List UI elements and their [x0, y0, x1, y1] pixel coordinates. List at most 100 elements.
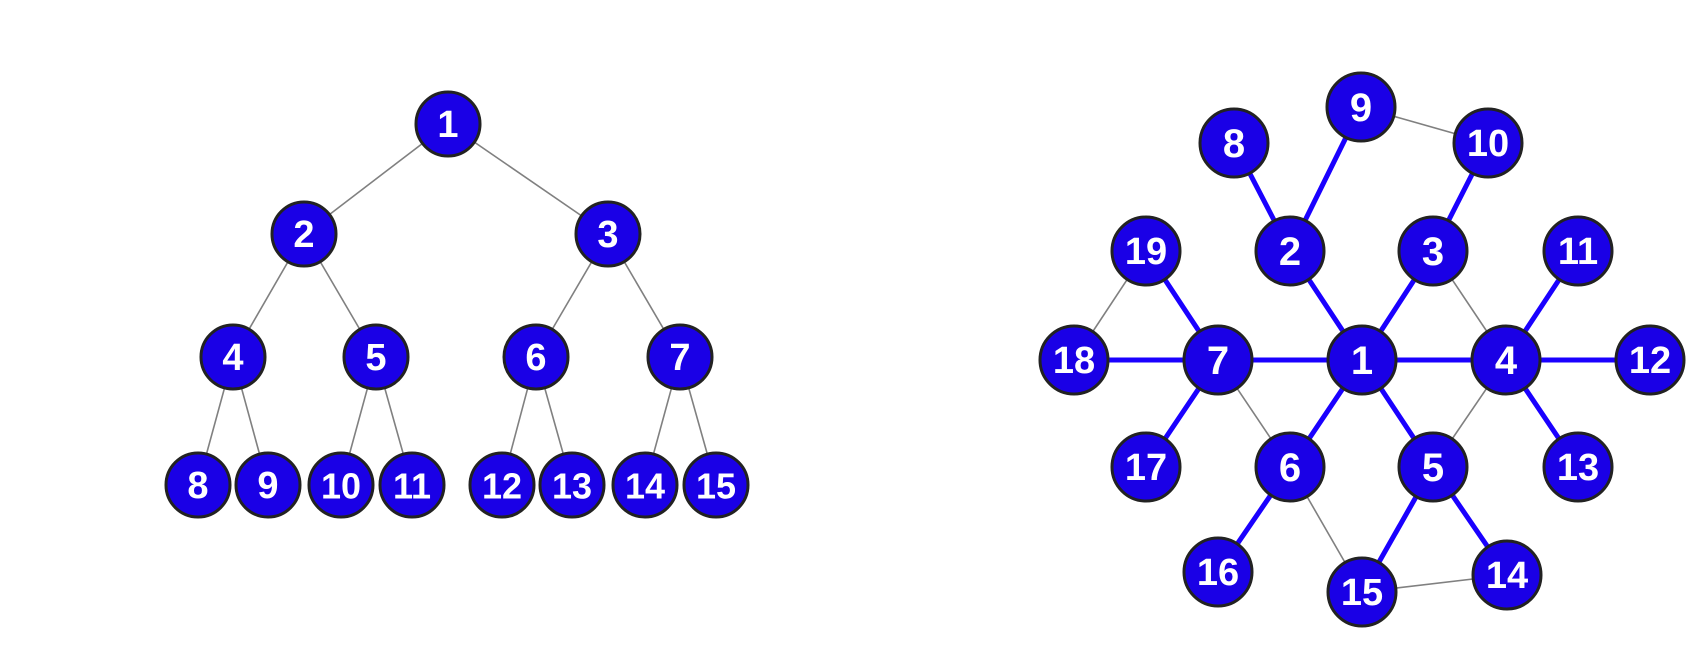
radial-graph-node-circle-13 — [1542, 431, 1614, 503]
radial-graph-node-circle-12 — [1614, 324, 1686, 396]
radial-graph-node-circle-19 — [1110, 215, 1182, 287]
radial-graph-node-circle-3 — [1397, 215, 1469, 287]
radial-graph-node-label-3: 3 — [1422, 230, 1444, 274]
radial-graph-node-circle-1 — [1326, 324, 1398, 396]
binary-tree-node-label-7: 7 — [669, 337, 690, 379]
radial-graph-node-9: 9 — [1325, 71, 1397, 143]
radial-graph-node-label-10: 10 — [1467, 123, 1509, 165]
radial-graph-node-8: 8 — [1198, 107, 1270, 179]
binary-tree-node-label-4: 4 — [222, 337, 243, 379]
binary-tree-node-label-14: 14 — [625, 466, 665, 507]
radial-graph-node-circle-6 — [1254, 431, 1326, 503]
radial-graph-node-label-13: 13 — [1557, 447, 1599, 489]
radial-graph-node-label-7: 7 — [1207, 339, 1229, 383]
radial-graph-node-7: 7 — [1182, 324, 1254, 396]
binary-tree-node-circle-2 — [270, 200, 338, 268]
binary-tree-node-label-13: 13 — [552, 466, 592, 507]
radial-graph-node-label-9: 9 — [1350, 86, 1372, 130]
radial-graph-node-10: 10 — [1452, 107, 1524, 179]
binary-tree-node-label-8: 8 — [187, 465, 208, 507]
binary-tree-node-label-5: 5 — [365, 337, 386, 379]
radial-graph-node-label-5: 5 — [1422, 446, 1444, 490]
radial-graph-node-label-18: 18 — [1053, 340, 1095, 382]
binary-tree-node-12: 12 — [468, 451, 536, 519]
radial-graph-node-circle-10 — [1452, 107, 1524, 179]
binary-tree-node-9: 9 — [234, 451, 302, 519]
binary-tree-node-8: 8 — [164, 451, 232, 519]
binary-tree-node-14: 14 — [611, 451, 679, 519]
binary-tree-node-6: 6 — [502, 323, 570, 391]
radial-graph-node-label-6: 6 — [1279, 446, 1301, 490]
radial-graph-node-circle-16 — [1182, 536, 1254, 608]
radial-graph-node-label-4: 4 — [1495, 339, 1518, 383]
binary-tree-node-4: 4 — [199, 323, 267, 391]
binary-tree-node-label-12: 12 — [482, 466, 522, 507]
binary-tree-node-3: 3 — [574, 200, 642, 268]
binary-tree-node-13: 13 — [538, 451, 606, 519]
binary-tree-node-10: 10 — [307, 451, 375, 519]
binary-tree-node-circle-9 — [234, 451, 302, 519]
binary-tree-node-7: 7 — [646, 323, 714, 391]
radial-graph-node-15: 15 — [1326, 556, 1398, 628]
binary-tree-node-2: 2 — [270, 200, 338, 268]
binary-tree-node-circle-8 — [164, 451, 232, 519]
binary-tree-node-circle-5 — [342, 323, 410, 391]
binary-tree-node-circle-15 — [682, 451, 750, 519]
radial-graph-node-label-16: 16 — [1197, 552, 1239, 594]
binary-tree-node-circle-6 — [502, 323, 570, 391]
binary-tree-node-circle-10 — [307, 451, 375, 519]
radial-graph-node-label-12: 12 — [1629, 340, 1671, 382]
binary-tree-node-circle-1 — [414, 90, 482, 158]
radial-graph-node-2: 2 — [1254, 215, 1326, 287]
binary-tree-node-circle-3 — [574, 200, 642, 268]
radial-graph-node-circle-7 — [1182, 324, 1254, 396]
binary-tree-node-label-2: 2 — [293, 214, 314, 256]
radial-graph-node-19: 19 — [1110, 215, 1182, 287]
binary-tree-node-label-1: 1 — [437, 104, 458, 146]
radial-graph-node-circle-14 — [1471, 539, 1543, 611]
radial-graph-node-14: 14 — [1471, 539, 1543, 611]
radial-graph-node-18: 18 — [1038, 324, 1110, 396]
binary-tree-node-1: 1 — [414, 90, 482, 158]
radial-graph-node-5: 5 — [1397, 431, 1469, 503]
binary-tree-edges — [197, 123, 717, 486]
radial-graph-node-label-2: 2 — [1279, 230, 1301, 274]
radial-graph-node-label-15: 15 — [1341, 572, 1383, 614]
radial-graph-node-circle-17 — [1110, 431, 1182, 503]
binary-tree-node-label-15: 15 — [696, 466, 736, 507]
radial-graph-node-label-11: 11 — [1558, 231, 1598, 273]
radial-graph-node-label-19: 19 — [1125, 231, 1167, 273]
radial-graph-node-circle-18 — [1038, 324, 1110, 396]
binary-tree-node-circle-14 — [611, 451, 679, 519]
radial-graph-node-16: 16 — [1182, 536, 1254, 608]
radial-graph-node-11: 11 — [1542, 215, 1614, 287]
radial-graph-node-17: 17 — [1110, 431, 1182, 503]
radial-graph-node-circle-4 — [1470, 324, 1542, 396]
binary-tree-node-label-10: 10 — [321, 466, 361, 507]
radial-graph-node-label-17: 17 — [1125, 447, 1167, 489]
radial-graph-node-6: 6 — [1254, 431, 1326, 503]
binary-tree-node-label-11: 11 — [393, 466, 431, 507]
binary-tree-node-circle-7 — [646, 323, 714, 391]
binary-tree-node-circle-12 — [468, 451, 536, 519]
radial-graph-node-1: 1 — [1326, 324, 1398, 396]
radial-graph-node-circle-11 — [1542, 215, 1614, 287]
radial-graph-node-circle-8 — [1198, 107, 1270, 179]
radial-graph-node-12: 12 — [1614, 324, 1686, 396]
binary-tree-node-label-3: 3 — [597, 214, 618, 256]
radial-graph-node-4: 4 — [1470, 324, 1542, 396]
binary-tree-node-5: 5 — [342, 323, 410, 391]
radial-graph-node-circle-2 — [1254, 215, 1326, 287]
radial-graph-node-label-1: 1 — [1351, 339, 1373, 383]
radial-graph-node-circle-9 — [1325, 71, 1397, 143]
binary-tree-node-label-9: 9 — [257, 465, 278, 507]
radial-graph-node-circle-15 — [1326, 556, 1398, 628]
binary-tree-node-circle-4 — [199, 323, 267, 391]
binary-tree-node-circle-13 — [538, 451, 606, 519]
binary-tree-node-label-6: 6 — [525, 337, 546, 379]
